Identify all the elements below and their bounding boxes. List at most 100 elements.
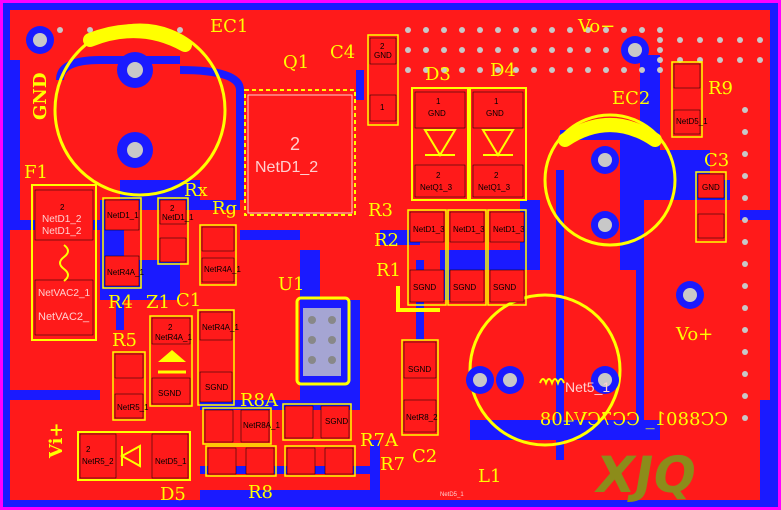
via	[87, 27, 93, 33]
via	[742, 349, 748, 355]
via	[603, 27, 609, 33]
via	[657, 27, 663, 33]
d4-pin1: 1	[494, 97, 499, 106]
via	[742, 327, 748, 333]
xjq-logo: XJQ	[591, 445, 701, 504]
label-r7: R7	[380, 454, 405, 475]
f1-net-top2: NetD1_2	[42, 226, 82, 237]
via	[567, 67, 573, 73]
label-r9: R9	[708, 78, 733, 99]
via	[441, 67, 447, 73]
r1-net: NetD1_3	[493, 225, 525, 234]
d4-pin1-net: GND	[486, 109, 504, 118]
d4-diode: 1 GND 2 NetQ1_3	[469, 87, 527, 201]
l1-net-label: Net5_1	[565, 379, 610, 395]
c4-pin2: 2	[380, 42, 385, 51]
via	[567, 47, 573, 53]
via	[531, 47, 537, 53]
c2-sgnd: SGND	[408, 365, 431, 374]
rx-pin: 2	[170, 204, 175, 213]
via	[742, 151, 748, 157]
via	[177, 27, 183, 33]
via	[459, 27, 465, 33]
label-d4: D4	[490, 60, 516, 81]
label-r8: R8	[248, 482, 273, 503]
via	[513, 67, 519, 73]
q1-mosfet: 2 NetD1_2	[244, 89, 356, 216]
q1-net-label: NetD1_2	[255, 159, 318, 176]
via	[621, 27, 627, 33]
r7a-sgnd: SGND	[325, 417, 348, 426]
label-r4: R4	[108, 292, 133, 313]
f1-net-bottom: NetVAC2_1	[38, 288, 91, 299]
via	[657, 47, 663, 53]
r2-net: NetD1_3	[453, 225, 485, 234]
rg-net: NetR4A_1	[204, 265, 241, 274]
label-vo-minus: Vo−	[577, 16, 615, 37]
via	[603, 47, 609, 53]
r1-silk-mark	[396, 286, 440, 312]
via	[742, 195, 748, 201]
via	[742, 107, 748, 113]
smd-resistors: 2 NetD1_1 NetD1_1 NetR4A_1 NetR4A_1 NetD…	[77, 61, 727, 481]
label-d3: D3	[425, 64, 451, 85]
f1-pin2: 2	[60, 203, 65, 212]
via	[639, 27, 645, 33]
via	[477, 27, 483, 33]
r3-sgnd: SGND	[413, 283, 436, 292]
label-c4: C4	[330, 42, 355, 63]
label-l1: L1	[478, 466, 501, 487]
d3-pin2-net: NetQ1_3	[420, 183, 453, 192]
via	[657, 67, 663, 73]
via	[477, 47, 483, 53]
ec1-capacitor	[26, 23, 227, 197]
via	[742, 283, 748, 289]
label-vi-plus: Vi+	[46, 422, 67, 459]
via	[742, 217, 748, 223]
rx-net: NetD1_1	[162, 213, 194, 222]
via	[549, 27, 555, 33]
r1-sgnd: SGND	[493, 283, 516, 292]
via	[531, 67, 537, 73]
q1-pin-label: 2	[290, 134, 300, 154]
c1-sgnd: SGND	[205, 383, 228, 392]
l1-inductor: Net5_1	[466, 293, 622, 447]
label-r8a: R8A	[240, 390, 279, 411]
via	[742, 239, 748, 245]
via	[757, 57, 763, 63]
label-r5: R5	[112, 330, 137, 351]
label-z1: Z1	[146, 292, 170, 313]
via	[717, 57, 723, 63]
via	[677, 37, 683, 43]
via	[603, 67, 609, 73]
label-c2: C2	[412, 446, 437, 467]
bottom-net-label: NetD5_1	[440, 492, 464, 498]
label-r7a: R7A	[360, 430, 399, 451]
via	[585, 47, 591, 53]
via	[742, 305, 748, 311]
label-q1: Q1	[283, 52, 309, 73]
via	[405, 27, 411, 33]
label-f1: F1	[24, 162, 48, 183]
via	[423, 47, 429, 53]
d3-pin2: 2	[436, 171, 441, 180]
via	[459, 47, 465, 53]
via	[405, 47, 411, 53]
via	[585, 67, 591, 73]
label-c3: C3	[704, 150, 729, 171]
via	[757, 37, 763, 43]
via	[549, 67, 555, 73]
via	[405, 67, 411, 73]
ec2-capacitor	[543, 36, 704, 309]
d3-diode: 1 GND 2 NetQ1_3	[411, 87, 469, 201]
d5-net-left: NetR5_2	[82, 457, 114, 466]
z1-pin: 2	[168, 323, 173, 332]
via	[742, 261, 748, 267]
label-u1: U1	[278, 274, 305, 295]
via	[742, 371, 748, 377]
label-vo-plus: Vo+	[675, 324, 713, 345]
via	[737, 57, 743, 63]
r9-net: NetD5_1	[676, 117, 708, 126]
